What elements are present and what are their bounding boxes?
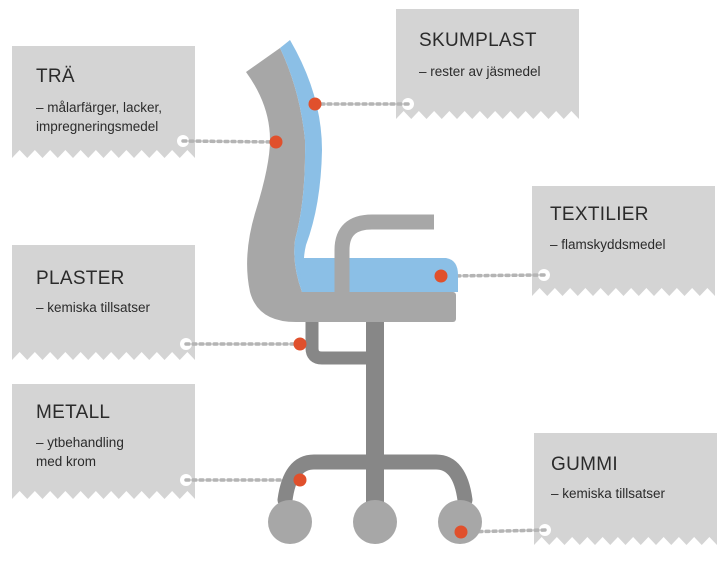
callout-card-skumplast	[396, 9, 579, 119]
connector-textilier	[439, 273, 546, 278]
callout-textilier-desc: – flamskyddsmedel	[550, 235, 666, 254]
chair-leg-center	[366, 455, 384, 505]
chair-leg-left	[277, 454, 383, 508]
callout-skumplast-desc: – rester av jäsmedel	[419, 62, 541, 81]
callout-plaster-desc: – kemiska tillsatser	[36, 298, 150, 317]
callout-skumplast-line-1: – rester av jäsmedel	[419, 64, 541, 79]
seat-foam	[299, 258, 458, 292]
callout-tra-line-2: impregneringsmedel	[36, 119, 159, 134]
chair-seat-support	[305, 315, 377, 365]
callout-plaster-line-1: – kemiska tillsatser	[36, 300, 151, 315]
marker-tra	[269, 135, 283, 149]
wheel-center	[353, 500, 397, 544]
marker-textilier	[434, 269, 448, 283]
chair-column	[366, 318, 384, 463]
marker-skumplast	[308, 97, 322, 111]
callout-card-plaster	[12, 245, 195, 360]
backrest-frame	[246, 48, 306, 322]
wheel-right	[438, 500, 482, 544]
callout-cards	[12, 9, 717, 545]
marker-plaster	[293, 337, 307, 351]
callout-tra-line-1: – målarfärger, lacker,	[36, 100, 163, 115]
callout-gummi-desc: – kemiska tillsatser	[551, 484, 665, 503]
callout-plaster-title: PLASTER	[36, 268, 125, 289]
connector-tra	[181, 139, 278, 144]
callout-metall-desc: – ytbehandling med krom	[36, 433, 124, 471]
seat-tray	[296, 292, 456, 322]
callout-card-metall	[12, 384, 195, 499]
marker-metall	[293, 473, 307, 487]
callout-card-tra	[12, 46, 195, 158]
callout-skumplast-title: SKUMPLAST	[419, 30, 537, 51]
wheel-left	[268, 500, 312, 544]
callout-metall-line-2: med krom	[36, 454, 97, 469]
callout-metall-line-1: – ytbehandling	[36, 435, 124, 450]
material-markers	[269, 97, 468, 539]
callout-tra-desc: – målarfärger, lacker, impregneringsmede…	[36, 98, 162, 136]
callout-card-gummi	[534, 433, 717, 545]
chair-leg-right	[367, 454, 473, 508]
armrest	[334, 214, 434, 298]
callout-gummi-line-1: – kemiska tillsatser	[551, 486, 666, 501]
callout-card-textilier	[532, 186, 715, 296]
marker-gummi	[454, 525, 468, 539]
office-chair-illustration	[246, 40, 482, 544]
callout-metall-title: METALL	[36, 402, 111, 423]
callout-tra-title: TRÄ	[36, 66, 75, 87]
callout-textilier-title: TEXTILIER	[550, 204, 649, 225]
callout-gummi-title: GUMMI	[551, 454, 618, 475]
callout-textilier-line-1: – flamskyddsmedel	[550, 237, 666, 252]
callout-connectors	[181, 102, 547, 534]
